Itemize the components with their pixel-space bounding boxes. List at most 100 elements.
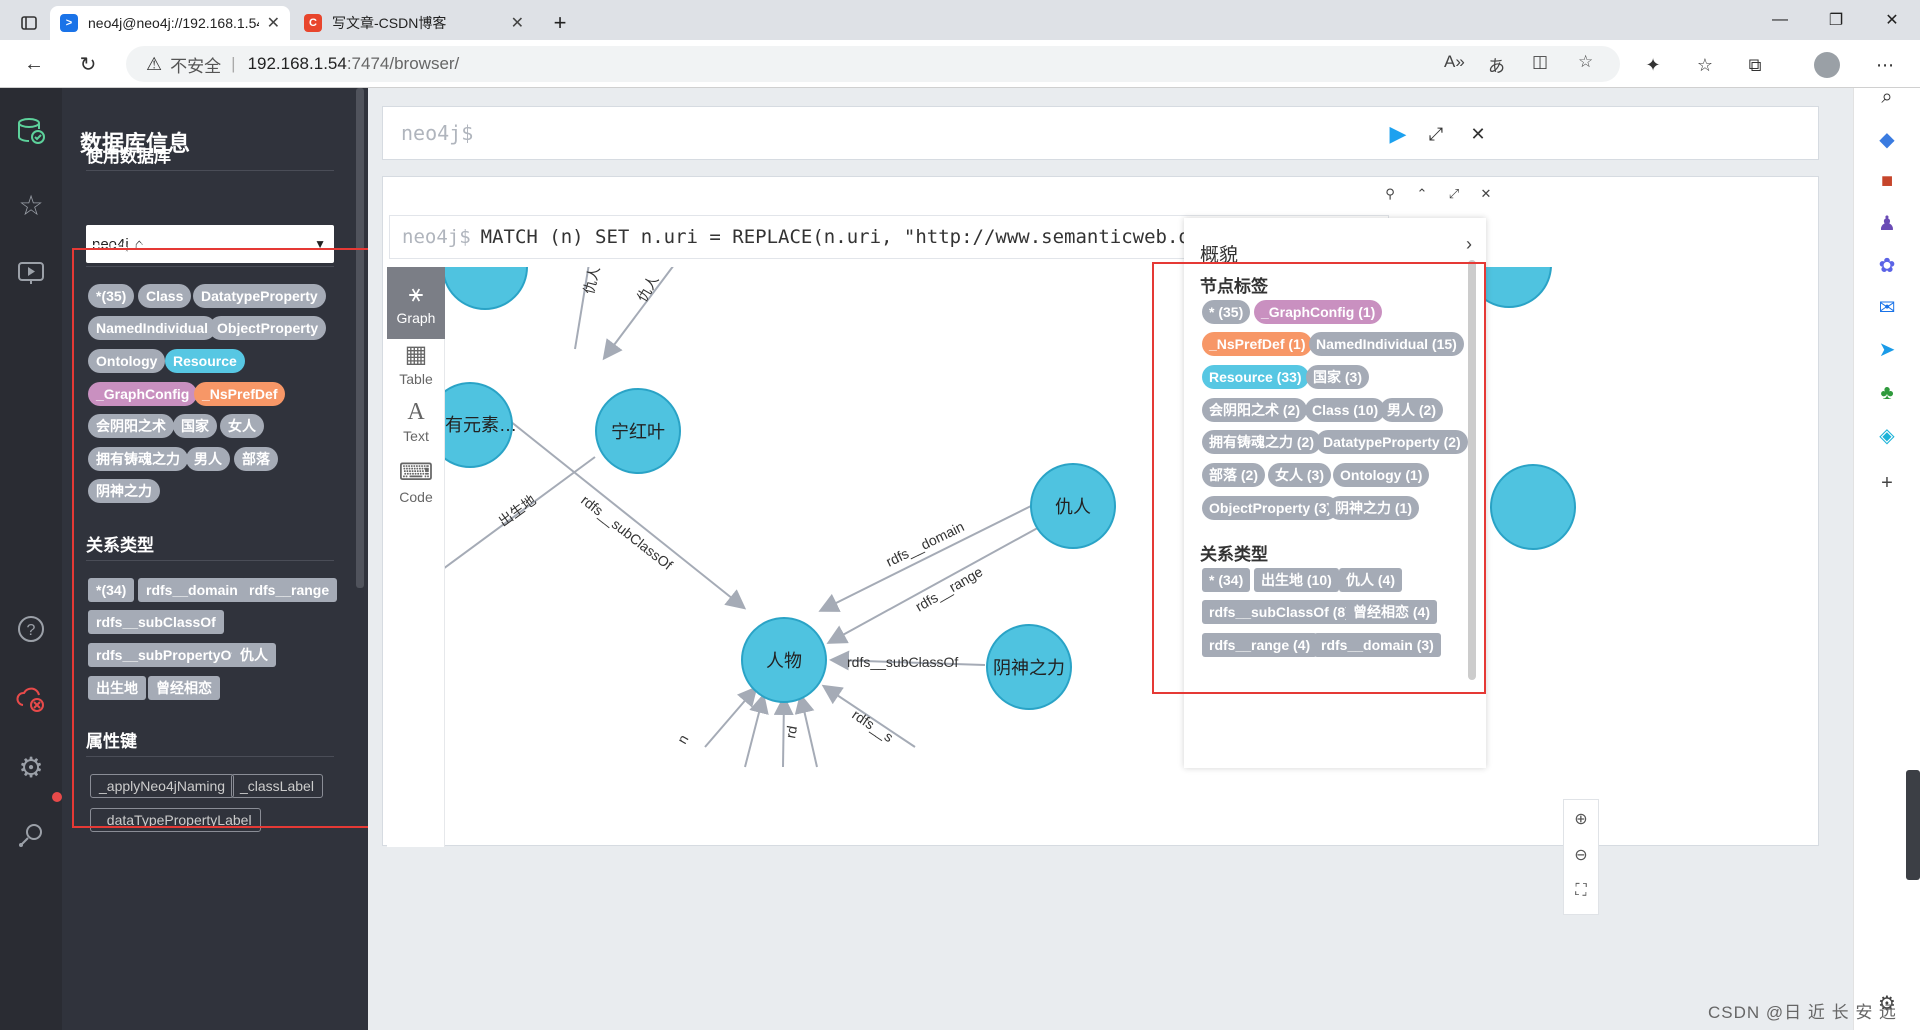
- tab-table[interactable]: ▦ Table: [387, 327, 445, 399]
- url-field[interactable]: ⚠ 不安全 | 192.168.1.54 :7474/browser/: [126, 46, 1620, 82]
- graph-edge[interactable]: [773, 695, 794, 768]
- node-label-chip[interactable]: 阴神之力: [88, 479, 160, 503]
- clear-close-icon[interactable]: ✕: [1470, 123, 1486, 144]
- close-window-button[interactable]: ✕: [1885, 12, 1899, 29]
- node-label-chip[interactable]: *(35): [88, 284, 135, 308]
- graph-node[interactable]: [1030, 463, 1116, 549]
- node-label-chip[interactable]: Ontology: [88, 349, 166, 373]
- overview-node-chip[interactable]: _NsPrefDef (1): [1202, 332, 1313, 356]
- new-tab-button[interactable]: +: [540, 6, 580, 40]
- panel-scrollbar[interactable]: [356, 88, 364, 588]
- overview-node-chip[interactable]: * (35): [1202, 300, 1251, 324]
- node-label-chip[interactable]: DatatypeProperty: [193, 284, 326, 308]
- graph-node[interactable]: [595, 388, 681, 474]
- graph-node[interactable]: [741, 617, 827, 703]
- overview-rel-chip[interactable]: 出生地 (10): [1254, 568, 1339, 592]
- more-menu-icon[interactable]: ⋯: [1876, 54, 1894, 75]
- fit-screen-icon[interactable]: ⛶: [1575, 882, 1587, 899]
- node-label-chip[interactable]: Resource: [165, 349, 245, 373]
- rel-type-chip[interactable]: rdfs__domain: [138, 578, 246, 602]
- overview-rel-chip[interactable]: rdfs__subClassOf (8): [1202, 600, 1357, 624]
- read-aloud-icon[interactable]: A»: [1444, 52, 1465, 71]
- back-arrow-icon[interactable]: ←: [24, 52, 44, 75]
- overview-node-chip[interactable]: 拥有铸魂之力 (2): [1202, 430, 1321, 454]
- overview-node-chip[interactable]: 会阴阳之术 (2): [1202, 398, 1307, 422]
- about-neo4j-icon[interactable]: [0, 804, 62, 866]
- property-key-chip[interactable]: _applyNeo4jNaming: [90, 774, 235, 798]
- graph-edge[interactable]: [826, 524, 1044, 644]
- fullscreen-icon[interactable]: ⤢: [1448, 186, 1460, 201]
- node-label-chip[interactable]: ObjectProperty: [209, 316, 327, 340]
- guides-play-icon[interactable]: [0, 242, 62, 304]
- node-label-chip[interactable]: 男人: [186, 447, 230, 471]
- overview-node-chip[interactable]: 阴神之力 (1): [1328, 496, 1419, 520]
- overview-rel-chip[interactable]: rdfs__range (4): [1202, 633, 1318, 657]
- node-label-chip[interactable]: 拥有铸魂之力: [88, 447, 188, 471]
- overview-scrollbar[interactable]: [1468, 260, 1476, 680]
- rel-type-chip[interactable]: rdfs__range: [241, 578, 338, 602]
- favorite-add-icon[interactable]: ☆: [1578, 52, 1594, 71]
- rel-type-chip[interactable]: *(34): [88, 578, 135, 602]
- close-tab-icon[interactable]: ✕: [266, 15, 280, 32]
- node-label-chip[interactable]: 女人: [220, 414, 264, 438]
- drop-icon[interactable]: ◈: [1879, 424, 1895, 447]
- settings-gear-icon[interactable]: ⚙: [18, 751, 44, 783]
- overview-node-chip[interactable]: Ontology (1): [1333, 463, 1430, 487]
- collapse-icon[interactable]: ⌃: [1416, 186, 1428, 201]
- property-key-chip[interactable]: _dataTypePropertyLabel: [90, 808, 261, 832]
- database-icon[interactable]: [0, 100, 62, 162]
- graph-edge[interactable]: [821, 684, 916, 748]
- graph-node[interactable]: [1490, 464, 1576, 550]
- overview-node-chip[interactable]: NamedIndividual (15): [1309, 332, 1464, 356]
- node-label-chip[interactable]: 国家: [173, 414, 217, 438]
- sidebar-settings-icon[interactable]: ⚙: [1878, 992, 1896, 1015]
- expand-icon[interactable]: ⤢: [1428, 123, 1444, 144]
- overview-node-chip[interactable]: 国家 (3): [1306, 365, 1369, 389]
- overview-node-chip[interactable]: 部落 (2): [1202, 463, 1265, 487]
- graph-edge[interactable]: [504, 416, 747, 610]
- graph-edge[interactable]: [574, 267, 595, 350]
- favorites-star-icon[interactable]: ☆: [18, 189, 44, 221]
- overview-node-chip[interactable]: DatatypeProperty (2): [1316, 430, 1468, 454]
- overview-node-chip[interactable]: Resource (33): [1202, 365, 1309, 389]
- reader-view-icon[interactable]: ◫: [1532, 52, 1549, 71]
- zoom-in-icon[interactable]: ⊕: [1574, 811, 1588, 828]
- graph-edge[interactable]: [818, 503, 1036, 612]
- close-tab-icon[interactable]: ✕: [510, 15, 524, 32]
- overview-node-chip[interactable]: _GraphConfig (1): [1254, 300, 1383, 324]
- reload-icon[interactable]: ↻: [79, 53, 97, 76]
- property-key-chip[interactable]: _classLabel: [231, 774, 323, 798]
- overview-rel-chip[interactable]: * (34): [1202, 568, 1251, 592]
- node-label-chip[interactable]: NamedIndividual: [88, 316, 217, 340]
- rel-type-chip[interactable]: 仇人: [232, 643, 276, 667]
- graph-edge[interactable]: [794, 693, 818, 768]
- rel-type-chip[interactable]: 曾经相恋: [148, 676, 220, 700]
- rel-type-chip[interactable]: rdfs__subPropertyOf: [88, 643, 245, 667]
- node-label-chip[interactable]: _NsPrefDef: [194, 382, 286, 406]
- overview-node-chip[interactable]: 男人 (2): [1380, 398, 1443, 422]
- shopping-tag-icon[interactable]: ◆: [1879, 128, 1895, 151]
- graph-node[interactable]: [445, 267, 528, 310]
- node-label-chip[interactable]: 会阴阳之术: [88, 414, 174, 438]
- overview-rel-chip[interactable]: 仇人 (4): [1339, 568, 1402, 592]
- send-icon[interactable]: ➤: [1878, 338, 1896, 361]
- outlook-icon[interactable]: ✉: [1878, 296, 1896, 319]
- tab-code[interactable]: ⌨ Code: [387, 445, 445, 517]
- cypher-editor[interactable]: neo4j$ ▶ ⤢ ✕: [382, 106, 1819, 160]
- node-label-chip[interactable]: Class: [138, 284, 192, 308]
- graph-edge[interactable]: [744, 693, 769, 768]
- page-scrollbar[interactable]: [1906, 770, 1920, 880]
- translate-icon[interactable]: あ: [1488, 57, 1505, 76]
- profile-avatar[interactable]: [1814, 52, 1840, 78]
- tab-actions-icon[interactable]: [10, 6, 54, 40]
- rel-type-chip[interactable]: 出生地: [88, 676, 146, 700]
- minimize-button[interactable]: —: [1772, 11, 1788, 28]
- graph-edge[interactable]: [704, 685, 758, 748]
- run-play-icon[interactable]: ▶: [1389, 121, 1407, 146]
- overview-rel-chip[interactable]: rdfs__domain (3): [1314, 633, 1441, 657]
- tab-graph[interactable]: ⚹ Graph: [387, 267, 445, 339]
- games-icon[interactable]: ♟: [1878, 212, 1896, 235]
- help-icon[interactable]: ?: [0, 598, 62, 660]
- overview-node-chip[interactable]: ObjectProperty (3): [1202, 496, 1339, 520]
- tree-icon[interactable]: ♣: [1880, 381, 1894, 404]
